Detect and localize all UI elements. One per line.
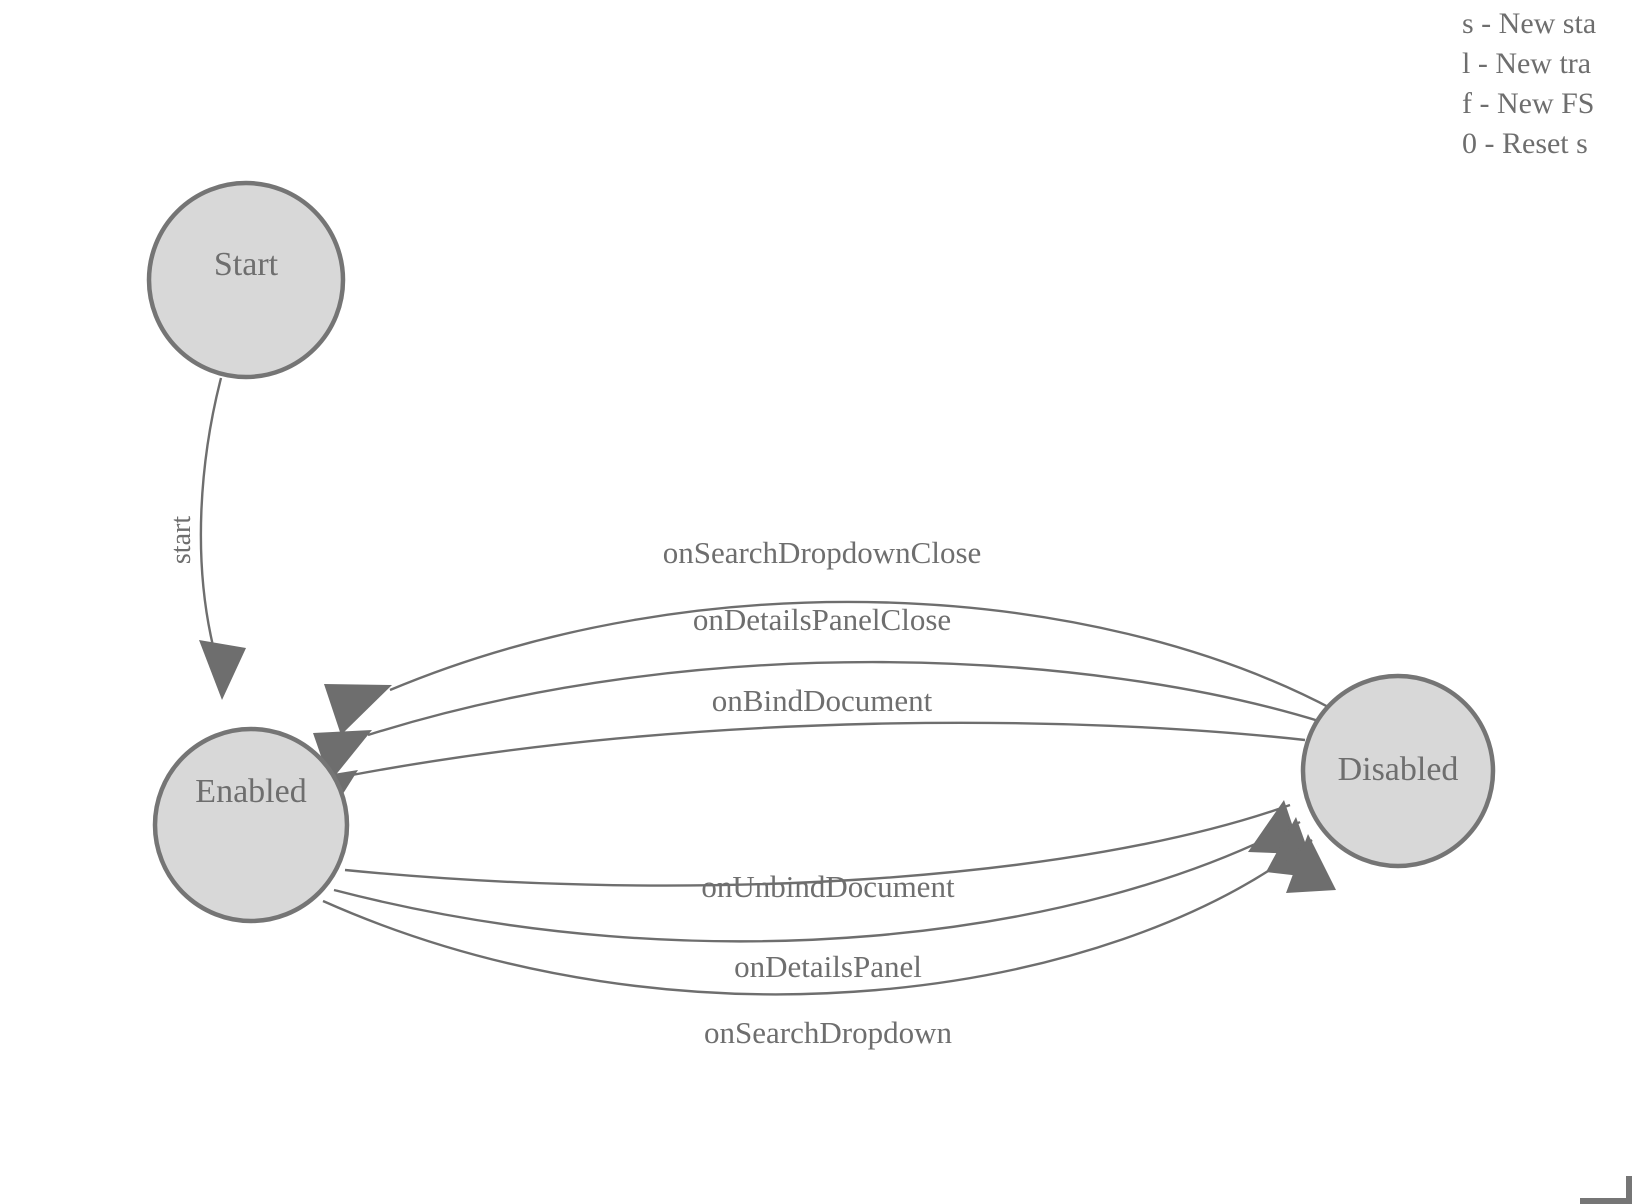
help-line-new-transition: l - New tra bbox=[1462, 47, 1592, 80]
transition-onbinddocument-path bbox=[351, 721, 1306, 777]
transition-onsearchdropdownclose-arrowhead bbox=[324, 684, 392, 735]
help-line-new-state: s - New sta bbox=[1462, 7, 1597, 40]
transition-onsearchdropdownclose[interactable]: onSearchDropdownClose bbox=[324, 535, 1335, 735]
transition-onbinddocument-label: onBindDocument bbox=[712, 683, 933, 718]
transition-onsearchdropdown-path bbox=[322, 839, 1313, 996]
resize-grip-horizontal-bar bbox=[1580, 1198, 1632, 1204]
transition-ondetailspanelclose-label: onDetailsPanelClose bbox=[693, 602, 951, 637]
state-enabled[interactable]: Enabled bbox=[152, 726, 350, 924]
help-line-reset: 0 - Reset s bbox=[1462, 127, 1588, 160]
transition-start-arrowhead bbox=[199, 640, 246, 700]
transition-onsearchdropdown-label: onSearchDropdown bbox=[704, 1015, 952, 1050]
state-disabled-circle bbox=[1300, 673, 1496, 869]
help-line-new-fsm: f - New FS bbox=[1462, 87, 1595, 120]
transition-onsearchdropdownclose-path bbox=[389, 600, 1335, 712]
transition-start-path bbox=[199, 377, 223, 651]
state-start[interactable]: Start bbox=[146, 180, 346, 380]
transition-ondetailspanelclose-path bbox=[367, 660, 1323, 737]
transition-start[interactable]: start bbox=[166, 377, 246, 700]
state-enabled-label: Enabled bbox=[195, 773, 306, 810]
transition-onbinddocument[interactable]: onBindDocument bbox=[302, 683, 1306, 827]
transition-ondetailspanel-path bbox=[333, 820, 1301, 943]
state-enabled-circle bbox=[152, 726, 350, 924]
resize-grip-vertical-bar bbox=[1626, 1176, 1632, 1204]
state-start-label: Start bbox=[214, 246, 279, 283]
state-disabled[interactable]: Disabled bbox=[1300, 673, 1496, 869]
transition-onunbinddocument-label: onUnbindDocument bbox=[701, 869, 955, 904]
transition-onsearchdropdown-arrowhead bbox=[1286, 834, 1336, 893]
transition-onunbinddocument[interactable]: onUnbindDocument bbox=[344, 800, 1302, 904]
state-start-circle bbox=[146, 180, 346, 380]
transition-ondetailspanelclose[interactable]: onDetailsPanelClose bbox=[313, 602, 1323, 782]
transition-onunbinddocument-path bbox=[344, 803, 1291, 887]
resize-grip[interactable] bbox=[1580, 1176, 1632, 1204]
transition-onsearchdropdown[interactable]: onSearchDropdown bbox=[322, 834, 1336, 1050]
transition-ondetailspanel-label: onDetailsPanel bbox=[734, 949, 922, 984]
transition-onsearchdropdownclose-label: onSearchDropdownClose bbox=[663, 535, 982, 570]
state-disabled-label: Disabled bbox=[1338, 751, 1459, 788]
help-legend: s - New sta l - New tra f - New FS 0 - R… bbox=[1432, 0, 1632, 164]
transition-start-label: start bbox=[166, 516, 197, 564]
